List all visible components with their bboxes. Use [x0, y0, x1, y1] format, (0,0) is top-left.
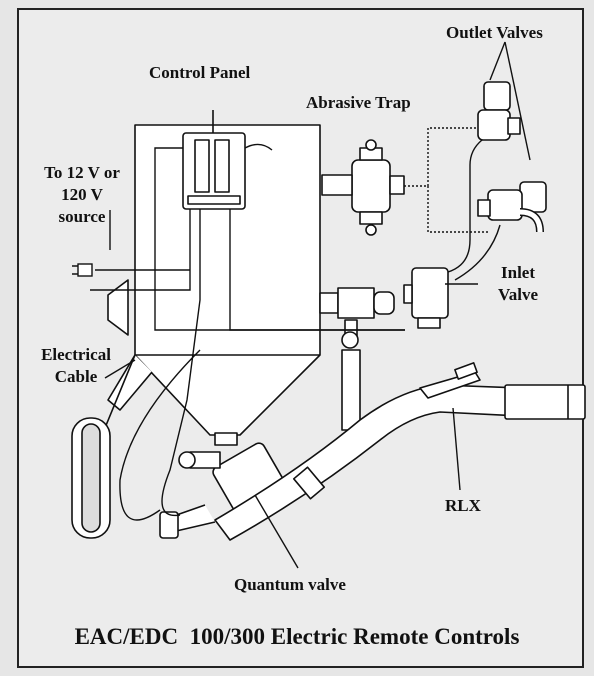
- label-inlet-line1: Inlet: [501, 263, 535, 282]
- label-electrical-line1: Electrical: [41, 345, 111, 364]
- label-source-line1: To 12 V or: [44, 163, 120, 182]
- label-rlx: RLX: [445, 496, 481, 515]
- label-abrasive-trap: Abrasive Trap: [306, 93, 411, 112]
- label-source-line3: source: [58, 207, 106, 226]
- abrasive-trap-body: [351, 159, 391, 213]
- label-electrical-line2: Cable: [54, 367, 98, 386]
- diagram-caption: EAC/EDC 100/300 Electric Remote Controls: [74, 624, 520, 649]
- outlet-valve-bottom: [519, 181, 547, 213]
- rlx-handle: [419, 371, 481, 399]
- label-source-line2: 120 V: [61, 185, 103, 204]
- label-source: To 12 V or 120 V source: [32, 162, 132, 228]
- label-inlet-line2: Valve: [498, 285, 538, 304]
- label-outlet-valves: Outlet Valves: [446, 23, 543, 42]
- label-control-panel: Control Panel: [149, 63, 251, 82]
- outlet-valve-top: [483, 81, 511, 111]
- label-electrical-cable: Electrical Cable: [26, 344, 126, 388]
- nozzle: [504, 384, 586, 420]
- inlet-valve-body: [411, 267, 449, 319]
- label-inlet-valve: Inlet Valve: [478, 262, 558, 306]
- label-quantum-valve: Quantum valve: [234, 575, 346, 594]
